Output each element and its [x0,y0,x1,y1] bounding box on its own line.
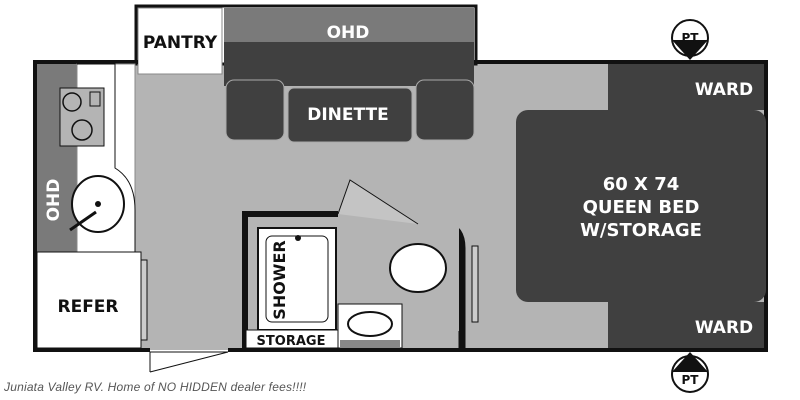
wardrobe-bottom [608,302,764,348]
burner-bottom [71,119,93,141]
refer-door-edge [140,259,148,341]
wardrobe-top [608,64,764,110]
toilet [389,243,447,293]
ohd-top-label: OHD [327,23,370,43]
dealer-caption: Juniata Valley RV. Home of NO HIDDEN dea… [4,380,307,394]
dinette-seat-left [225,79,285,141]
ohd-side-label: OHD [44,179,64,222]
dinette-table [287,87,413,143]
bed-storage-label: W/STORAGE [580,220,702,241]
dinette-seat-right [415,79,475,141]
pantry-label: PANTRY [143,33,218,53]
pt-bottom-label: PT [682,373,700,387]
ward-top-label: WARD [695,80,753,100]
refrigerator [36,251,142,349]
counter-edge [77,63,136,252]
stove [59,87,105,147]
bed-size-label: 60 X 74 [603,174,680,195]
faucet [69,210,97,232]
shower-label: SHOWER [270,240,289,319]
pt-arrow-top [672,40,708,60]
entry-door-swing-2 [149,351,229,373]
ohd-top-cabinet [224,8,474,42]
shower-drain [295,235,301,241]
dinette-label: DINETTE [307,105,388,125]
refer-label: REFER [57,297,118,317]
storage-label: STORAGE [257,334,326,349]
dinette-bench-back [224,42,474,86]
bathroom-door [337,179,419,225]
bathroom-wall [242,211,338,348]
pantry-cabinet [137,7,223,75]
bath-vanity-base [340,340,400,348]
bath-sink [347,311,393,337]
bed-type-label: QUEEN BED [583,197,700,218]
closet-bar [471,245,479,323]
sink-drain [95,201,101,207]
pt-arrow-bottom [672,352,708,372]
stove-knobs [89,91,101,107]
queen-bed [516,110,766,302]
ward-bottom-label: WARD [695,318,753,338]
pt-top-label: PT [682,31,700,45]
burner-top [62,92,82,112]
